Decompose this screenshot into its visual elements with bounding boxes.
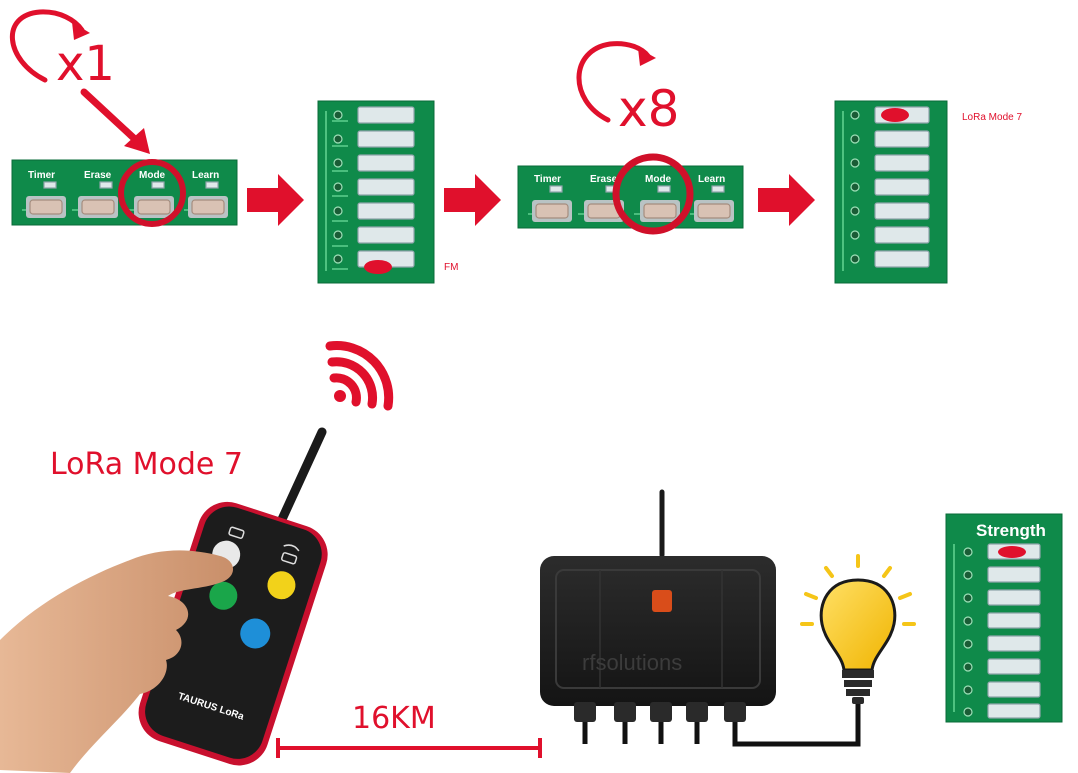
panel1-label-learn: Learn (192, 170, 219, 181)
panel2-label-timer: Timer (534, 174, 561, 185)
wireless-signal-icon (325, 341, 394, 411)
step1-repeat: x1 (56, 36, 115, 92)
button-panel-1: Timer Erase Mode Learn (11, 159, 238, 226)
learn-button-2[interactable] (697, 203, 731, 219)
timer-button[interactable] (29, 199, 63, 215)
led-indicator-fm (364, 260, 392, 274)
strength-title: Strength (976, 521, 1046, 540)
step2-repeat: x8 (618, 80, 679, 138)
button-panel-2: Timer Erase Mode Learn (517, 165, 744, 229)
remote-button-blue[interactable] (236, 615, 274, 653)
distance-bar (276, 738, 542, 758)
receiver-logo-icon (652, 590, 672, 612)
rotate-arrow-icon (10, 9, 90, 83)
learn-button[interactable] (191, 199, 225, 215)
mode-highlight-ring-2 (612, 153, 694, 235)
flow-arrow-3 (758, 174, 815, 226)
strength-indicator (998, 546, 1026, 558)
erase-button[interactable] (81, 199, 115, 215)
panel2-label-erase: Erase (590, 174, 618, 185)
timer-button-2[interactable] (535, 203, 569, 219)
fm-label: FM (444, 262, 458, 273)
panel2-label-learn: Learn (698, 174, 725, 185)
receiver-unit: rfsolutions (540, 489, 861, 747)
rotate-arrow-icon-2 (576, 41, 656, 123)
receiver-brand: rfsolutions (582, 650, 682, 675)
remote-mode-label: LoRa Mode 7 (50, 447, 243, 482)
distance-label: 16KM (352, 701, 436, 736)
flow-arrow-1 (247, 174, 304, 226)
lora-result-label: LoRa Mode 7 (962, 112, 1022, 123)
remote-control: TAURUS LoRa (0, 427, 328, 773)
led-strip-fm (317, 100, 435, 284)
mode-button-2[interactable] (643, 203, 677, 219)
hand (0, 550, 234, 773)
flow-arrow-2 (444, 174, 501, 226)
remote-button-yellow[interactable] (264, 568, 299, 603)
panel1-label-erase: Erase (84, 170, 112, 181)
panel1-label-timer: Timer (28, 170, 55, 181)
panel1-label-mode: Mode (139, 170, 166, 181)
mode-highlight-ring (118, 159, 186, 227)
panel2-label-mode: Mode (645, 174, 672, 185)
pointer-arrow-icon (80, 88, 150, 154)
remote-button-green[interactable] (206, 578, 241, 613)
light-bulb-icon (800, 554, 916, 704)
led-indicator-lora (881, 108, 909, 122)
led-strip-lora (834, 100, 948, 284)
strength-led-strip: Strength (945, 513, 1063, 723)
mode-button[interactable] (137, 199, 171, 215)
